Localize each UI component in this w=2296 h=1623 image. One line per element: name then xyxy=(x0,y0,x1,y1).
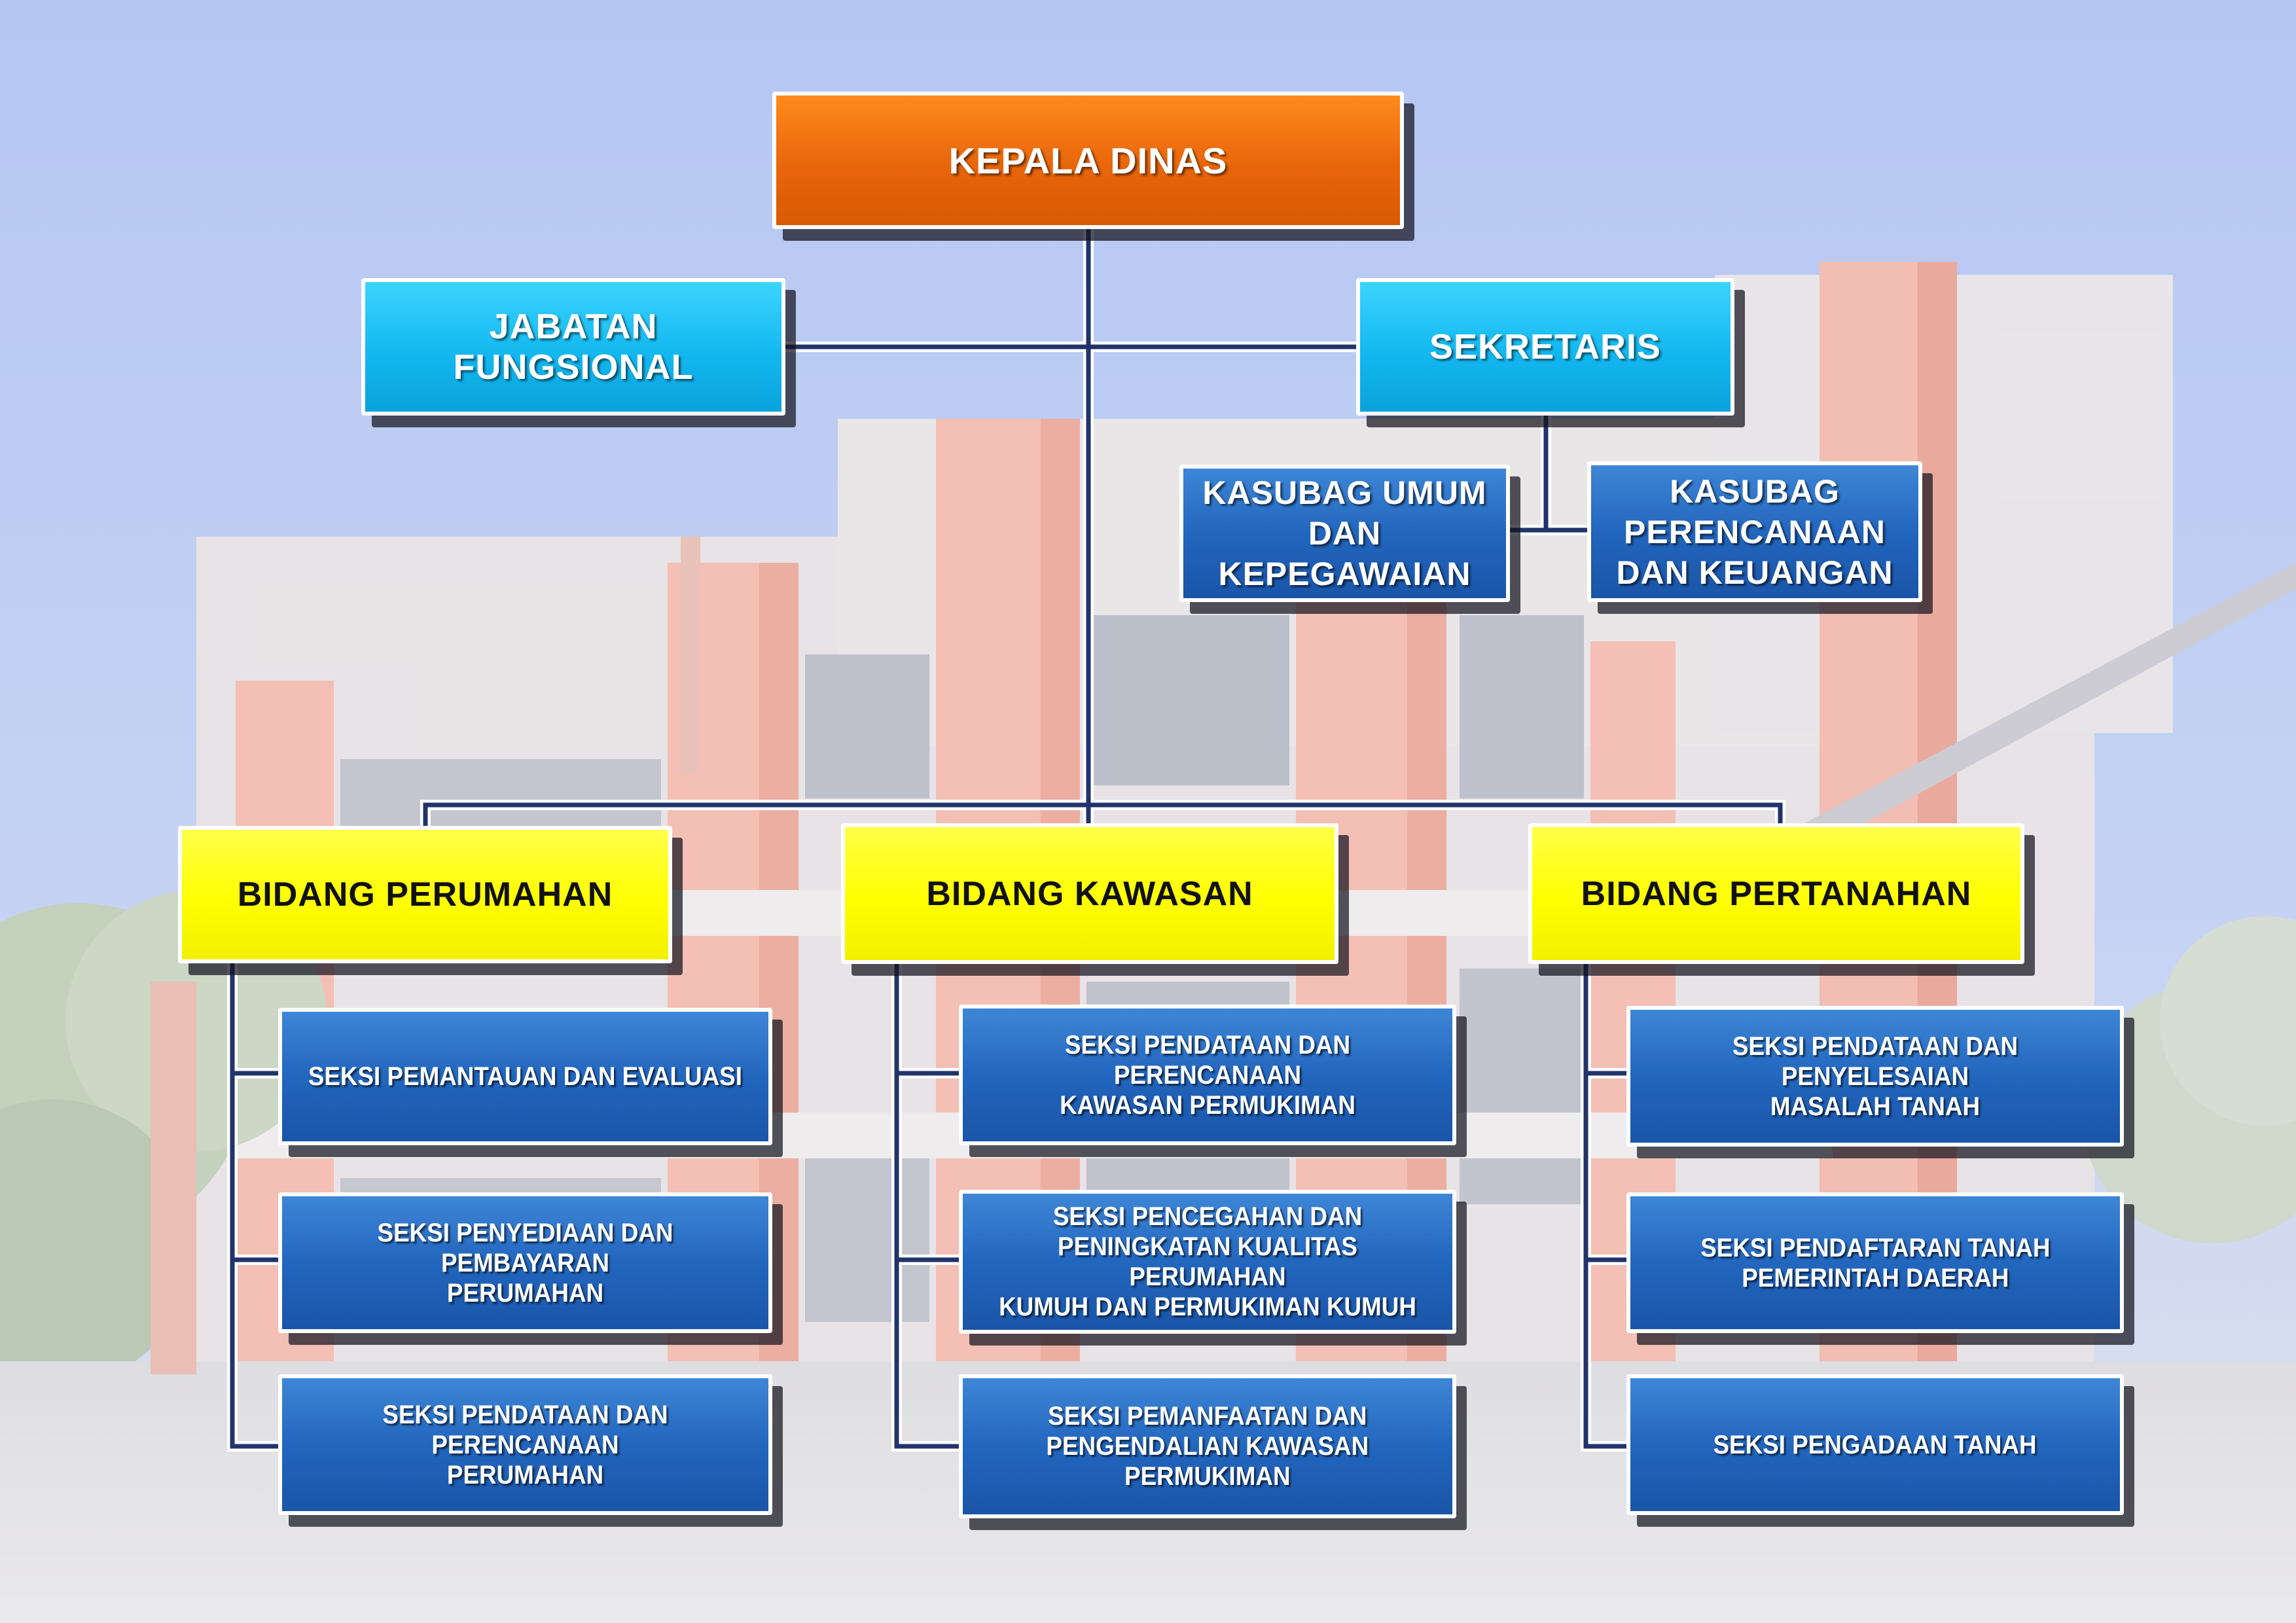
kasubag-umum-label: KASUBAG UMUM DAN KEPEGAWAIAN xyxy=(1202,474,1487,592)
bidang-pertanahan-box: BIDANG PERTANAHAN xyxy=(1528,823,2024,964)
seksi-label: SEKSI PENYEDIAAN DAN PEMBAYARAN PERUMAHA… xyxy=(377,1218,673,1308)
seksi-box-kawasan-3: SEKSI PEMANFAATAN DAN PENGENDALIAN KAWAS… xyxy=(959,1374,1456,1518)
seksi-box-perumahan-2: SEKSI PENYEDIAAN DAN PEMBAYARAN PERUMAHA… xyxy=(278,1192,772,1333)
sekretaris-label: SEKRETARIS xyxy=(1429,327,1662,366)
kasubag-umum-box: KASUBAG UMUM DAN KEPEGAWAIAN xyxy=(1179,465,1510,602)
kepala-dinas-label: KEPALA DINAS xyxy=(948,139,1228,181)
seksi-box-pertanahan-3: SEKSI PENGADAAN TANAH xyxy=(1626,1374,2124,1515)
bidang-pertanahan-label: BIDANG PERTANAHAN xyxy=(1581,874,1972,913)
seksi-box-pertanahan-1: SEKSI PENDATAAN DAN PENYELESAIAN MASALAH… xyxy=(1626,1006,2124,1147)
seksi-box-perumahan-1: SEKSI PEMANTAUAN DAN EVALUASI xyxy=(278,1008,772,1145)
seksi-label: SEKSI PENDATAAN DAN PERENCANAAN PERUMAHA… xyxy=(382,1400,668,1489)
kasubag-perencanaan-label: KASUBAG PERENCANAAN DAN KEUANGAN xyxy=(1616,473,1893,591)
seksi-label: SEKSI PENDATAAN DAN PENYELESAIAN MASALAH… xyxy=(1732,1031,2018,1121)
bidang-perumahan-label: BIDANG PERUMAHAN xyxy=(237,876,613,914)
seksi-label: SEKSI PEMANFAATAN DAN PENGENDALIAN KAWAS… xyxy=(1046,1402,1369,1491)
sekretaris-box: SEKRETARIS xyxy=(1356,278,1734,416)
seksi-label: SEKSI PENCEGAHAN DAN PENINGKATAN KUALITA… xyxy=(999,1202,1416,1321)
bidang-kawasan-label: BIDANG KAWASAN xyxy=(926,874,1253,913)
seksi-box-perumahan-3: SEKSI PENDATAAN DAN PERENCANAAN PERUMAHA… xyxy=(278,1374,772,1515)
bidang-perumahan-box: BIDANG PERUMAHAN xyxy=(178,826,672,963)
seksi-box-kawasan-2: SEKSI PENCEGAHAN DAN PENINGKATAN KUALITA… xyxy=(959,1190,1456,1334)
seksi-box-kawasan-1: SEKSI PENDATAAN DAN PERENCANAAN KAWASAN … xyxy=(959,1005,1456,1145)
kepala-dinas-box: KEPALA DINAS xyxy=(772,92,1404,229)
seksi-label: SEKSI PENDAFTARAN TANAH PEMERINTAH DAERA… xyxy=(1700,1233,2051,1293)
bidang-kawasan-box: BIDANG KAWASAN xyxy=(841,823,1338,964)
seksi-label: SEKSI PEMANTAUAN DAN EVALUASI xyxy=(308,1062,743,1091)
kasubag-perencanaan-box: KASUBAG PERENCANAAN DAN KEUANGAN xyxy=(1587,461,1922,602)
jabatan-fungsional-label: JABATAN FUNGSIONAL xyxy=(453,307,694,387)
jabatan-fungsional-box: JABATAN FUNGSIONAL xyxy=(361,278,785,416)
seksi-label: SEKSI PENGADAAN TANAH xyxy=(1713,1430,2037,1459)
seksi-box-pertanahan-2: SEKSI PENDAFTARAN TANAH PEMERINTAH DAERA… xyxy=(1626,1192,2124,1333)
seksi-label: SEKSI PENDATAAN DAN PERENCANAAN KAWASAN … xyxy=(1060,1030,1355,1120)
